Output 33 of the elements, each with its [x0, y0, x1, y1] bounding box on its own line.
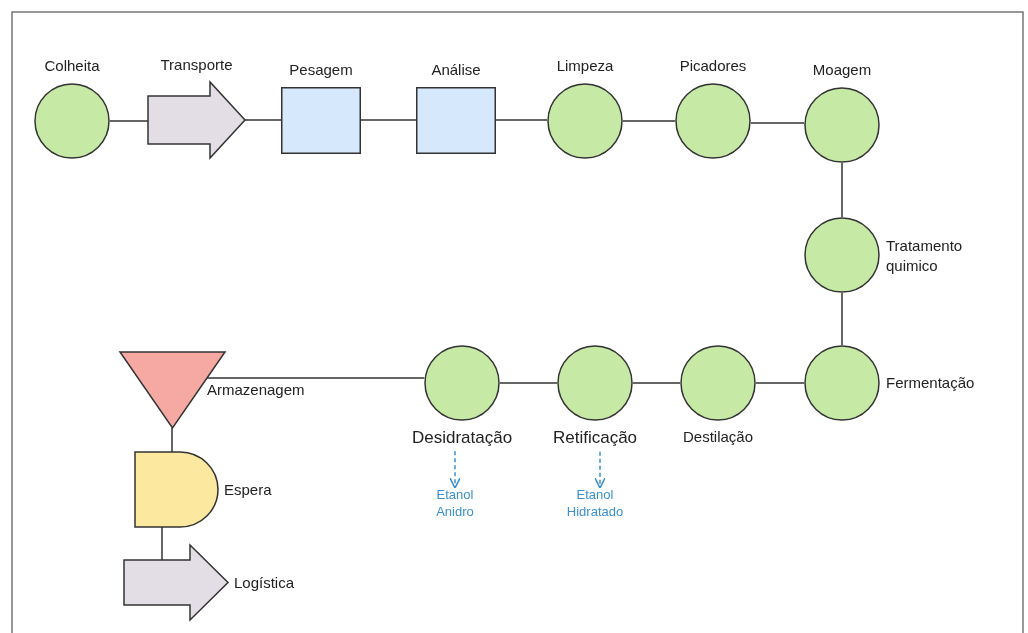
connector-line	[750, 122, 805, 124]
connector-line	[755, 382, 805, 384]
connector-line	[171, 427, 173, 453]
connector-line	[499, 382, 558, 384]
connector-line	[109, 120, 149, 122]
step-label: Logística	[234, 572, 295, 593]
step-label: Espera	[224, 479, 272, 500]
step-label: Armazenagem	[207, 380, 305, 400]
connector-line	[841, 292, 843, 346]
dashed-arrow	[448, 450, 462, 489]
step-label: Destilação	[683, 427, 753, 447]
connector-line	[841, 162, 843, 218]
step-label: Picadores	[679, 55, 747, 75]
connector-line	[244, 119, 282, 121]
step-label: Fermentação	[886, 373, 975, 393]
step-label: Desidratação	[411, 427, 513, 449]
connector-line	[206, 377, 426, 379]
dashed-arrow	[593, 450, 607, 489]
connector-line	[360, 119, 417, 121]
step-label: Etanol Hidratado	[565, 487, 625, 521]
step-label: Etanol Anidro	[435, 487, 475, 521]
connector-line	[632, 382, 681, 384]
step-label: Pesagem	[289, 59, 353, 79]
step-label: Colheita	[44, 55, 100, 75]
connector-line	[495, 119, 548, 121]
step-label: Tratamento quimico	[886, 235, 964, 275]
connector-line	[161, 526, 163, 561]
step-label: Análise	[431, 59, 481, 79]
step-label: Retificação	[552, 427, 638, 449]
connector-line	[622, 120, 676, 122]
step-label: Moagem	[812, 59, 872, 79]
step-label: Transporte	[160, 54, 233, 74]
step-label: Limpeza	[556, 55, 614, 75]
